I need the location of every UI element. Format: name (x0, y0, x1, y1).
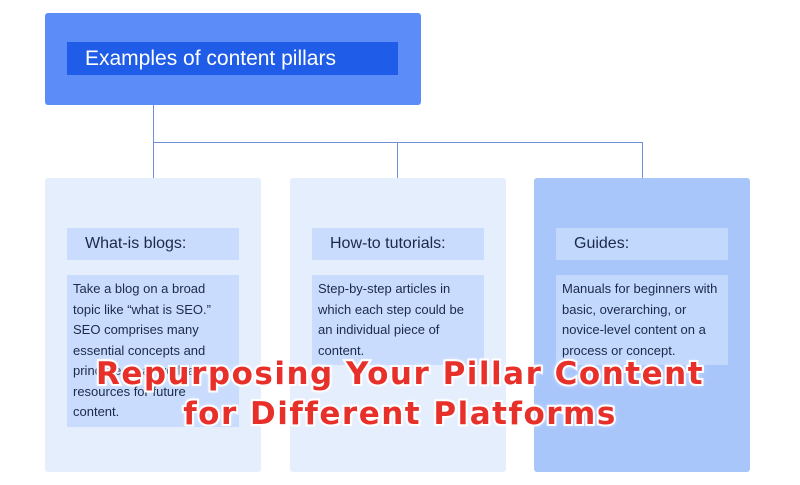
pillar-description: Manuals for beginners with basic, overar… (556, 275, 728, 365)
root-node: Examples of content pillars (45, 13, 421, 105)
root-label: Examples of content pillars (67, 42, 398, 75)
connector-to-pillar-3 (642, 142, 643, 178)
pillar-card-what-is-blogs: What-is blogs: Take a blog on a broad to… (45, 178, 261, 472)
connector-to-pillar-1 (153, 142, 154, 178)
overlay-headline-line-2: for Different Platforms (181, 394, 617, 434)
pillar-card-guides: Guides: Manuals for beginners with basic… (534, 178, 750, 472)
pillar-card-how-to-tutorials: How-to tutorials: Step-by-step articles … (290, 178, 506, 472)
pillar-description: Take a blog on a broad topic like “what … (67, 275, 239, 427)
overlay-headline-line-1: Repurposing Your Pillar Content (94, 354, 705, 394)
connector-horizontal (153, 142, 643, 143)
connector-root-vertical (153, 105, 154, 143)
pillar-description: Step-by-step articles in which each step… (312, 275, 484, 365)
overlay-headline: Repurposing Your Pillar Content for Diff… (0, 354, 800, 434)
pillar-title: How-to tutorials: (312, 228, 484, 260)
pillar-title: Guides: (556, 228, 728, 260)
pillar-title: What-is blogs: (67, 228, 239, 260)
connector-to-pillar-2 (397, 142, 398, 178)
